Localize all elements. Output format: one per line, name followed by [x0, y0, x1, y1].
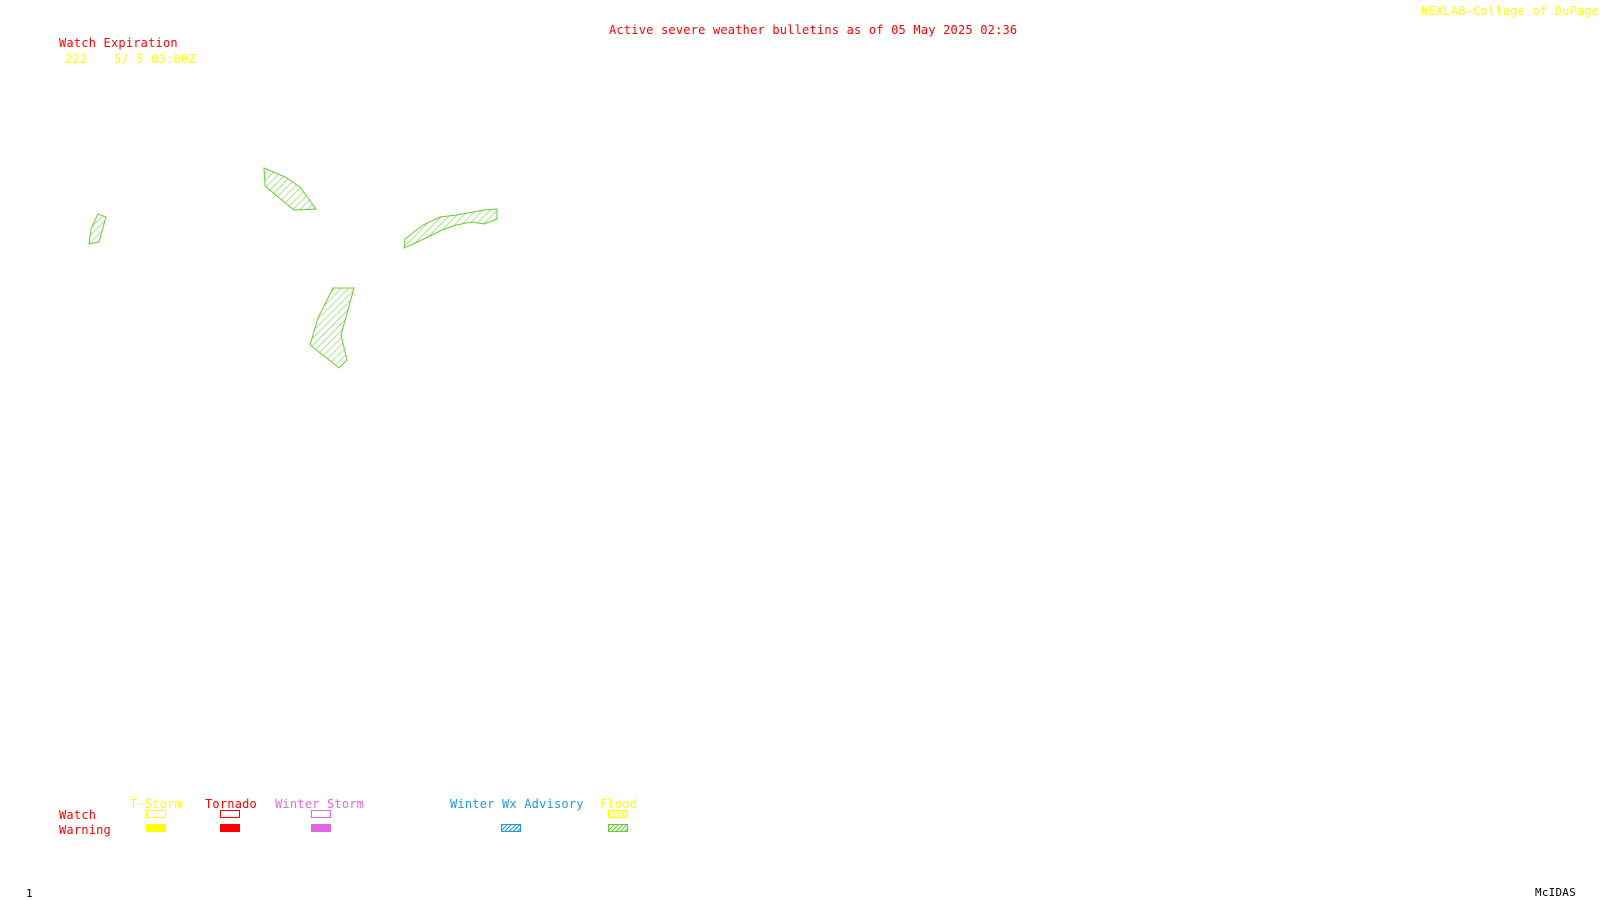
legend-tstorm-watch-swatch: [146, 810, 166, 818]
credit-label: NEXLAB-College of DuPage R: [1421, 4, 1600, 18]
software-label: McIDAS: [1535, 886, 1576, 899]
watch-expiration-heading: Watch Expiration: [59, 36, 178, 50]
frame-number: 1: [26, 887, 33, 900]
legend-flood-watch-swatch: [608, 810, 628, 818]
legend-winter-storm-watch-swatch: [311, 810, 331, 818]
legend-winter-advisory-label: Winter Wx Advisory: [450, 797, 584, 811]
legend-row-label-watch: Watch: [59, 808, 97, 822]
legend-tstorm-label: T-Storm: [130, 797, 182, 811]
legend-flood-warning-swatch: [608, 824, 628, 832]
legend-winter-advisory-swatch: [501, 824, 521, 832]
flood-warning-polygon: [263, 167, 317, 211]
legend-winter-storm-warning-swatch: [311, 824, 331, 832]
legend-tornado-watch-swatch: [220, 810, 240, 818]
legend-row-label-warning: Warning: [59, 823, 111, 837]
legend-flood-label: Flood: [600, 797, 638, 811]
watch-number: 222: [65, 52, 88, 66]
flood-warning-polygon: [403, 208, 498, 249]
legend-tornado-label: Tornado: [205, 797, 257, 811]
legend-tornado-warning-swatch: [220, 824, 240, 832]
legend-winter-storm-label: Winter Storm: [275, 797, 365, 811]
legend-tstorm-warning-swatch: [146, 824, 166, 832]
bulletin-title: Active severe weather bulletins as of 05…: [609, 23, 1018, 37]
flood-warning-polygon: [309, 287, 355, 369]
watch-expiration-time: 5/ 5 03:00Z: [114, 52, 196, 66]
flood-warning-polygon: [88, 213, 107, 245]
